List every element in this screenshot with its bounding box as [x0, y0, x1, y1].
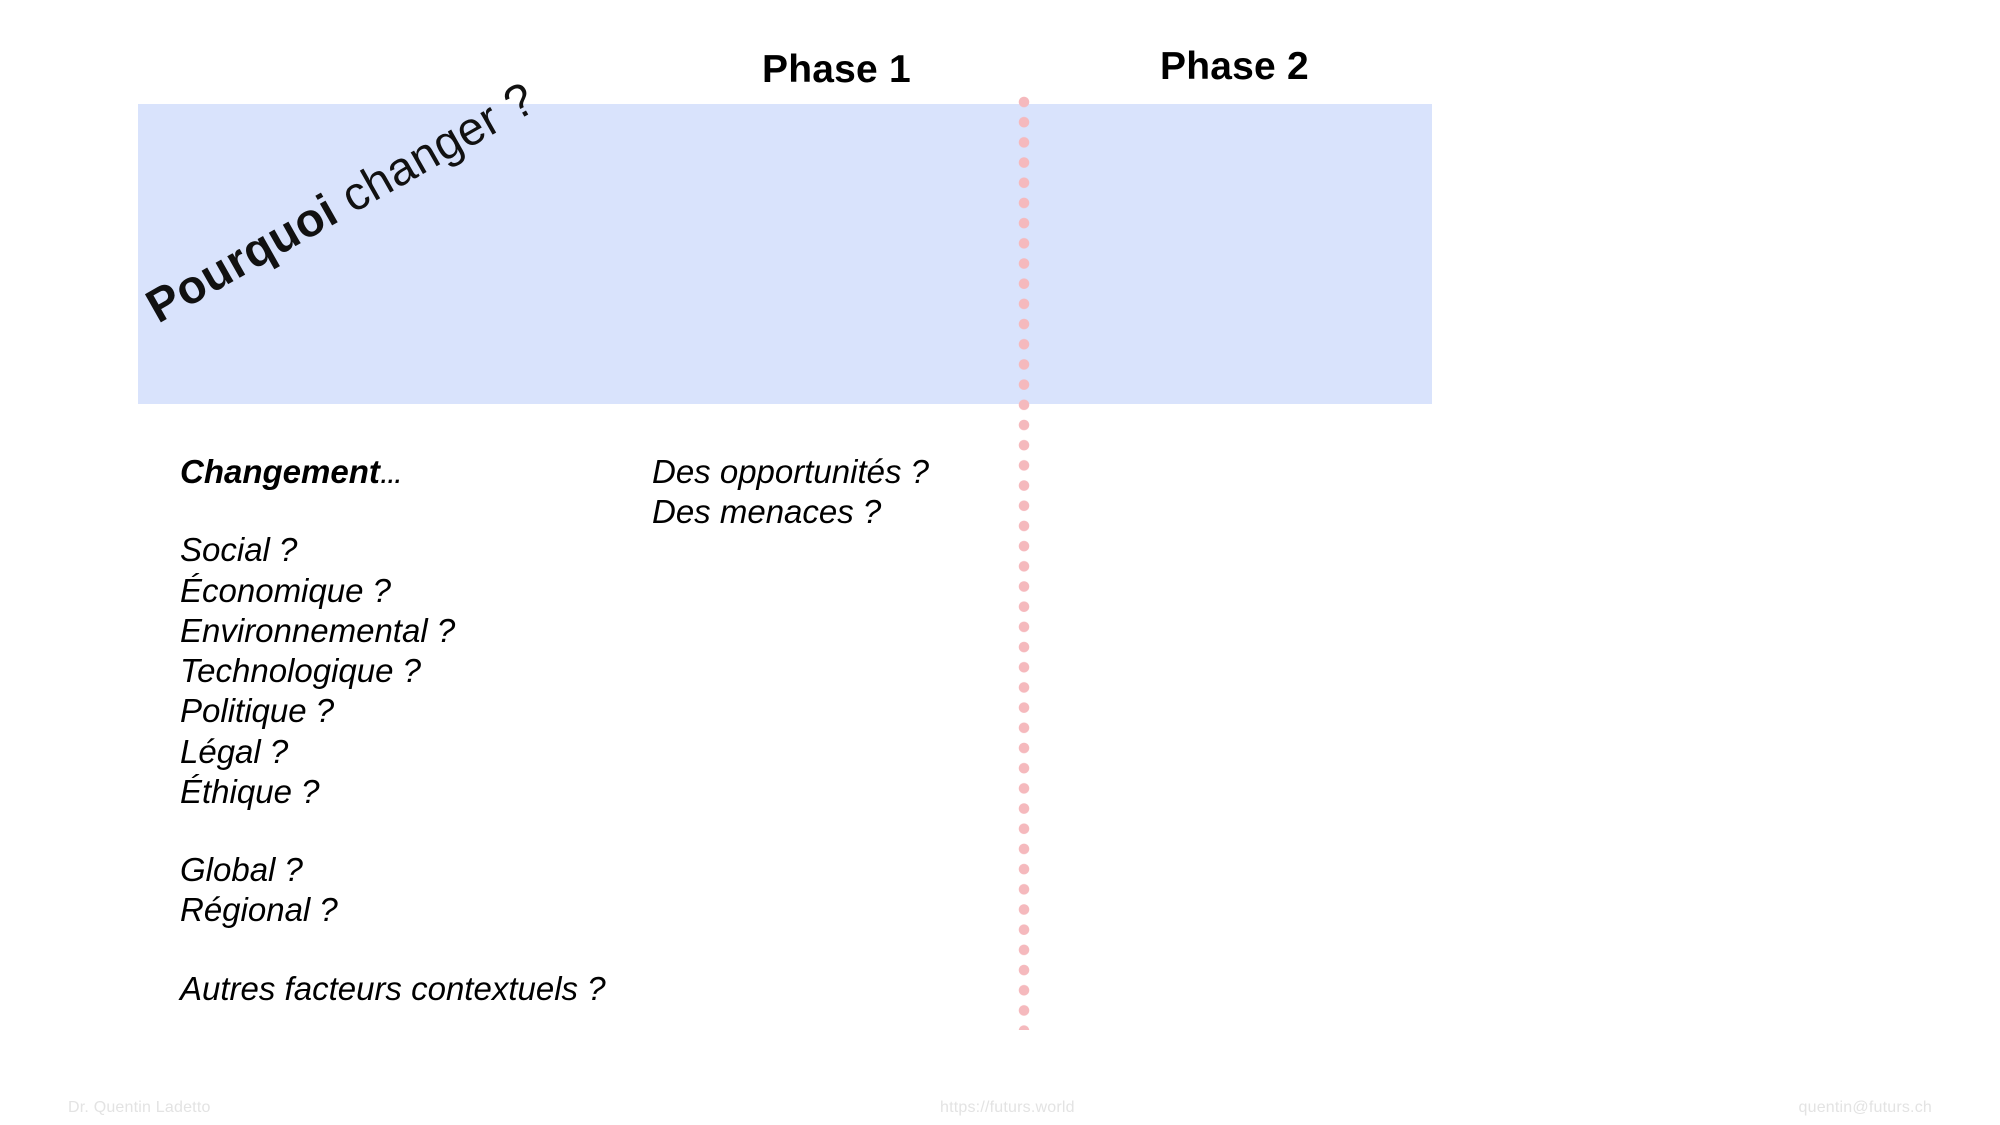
footer-website-link[interactable]: https://futurs.world [940, 1099, 1075, 1116]
phase-divider-dotted-line [1018, 96, 1030, 1030]
changement-heading-text: Changement [180, 453, 380, 490]
list-item: Éthique ? [180, 772, 320, 810]
blue-banner-band [138, 104, 1432, 404]
footer: Dr. Quentin Ladetto https://futurs.world… [0, 1099, 2000, 1125]
list-item: Environnemental ? [180, 611, 456, 649]
footer-author: Dr. Quentin Ladetto [68, 1099, 211, 1116]
list-item: Social ? [180, 531, 298, 569]
list-item: Global ? [180, 851, 303, 888]
list-item: Politique ? [180, 692, 335, 730]
list-item: Économique ? [180, 571, 391, 609]
list-item: Autres facteurs contextuels ? [180, 969, 606, 1007]
list-item: Des menaces ? [652, 493, 882, 531]
changement-heading-ellipsis: … [379, 463, 402, 488]
list-item: Des opportunités ? [652, 453, 930, 490]
changement-heading: Changement… [180, 452, 700, 492]
phase-1-header: Phase 1 [762, 48, 911, 91]
spacer [180, 931, 700, 969]
middle-content-column: Des opportunités ? Des menaces ? [652, 452, 982, 533]
phase-2-header: Phase 2 [1160, 45, 1309, 88]
spacer [180, 812, 700, 850]
spacer [180, 492, 700, 530]
list-item: Régional ? [180, 891, 338, 929]
left-content-column: Changement… Social ? Économique ? Enviro… [180, 452, 700, 1009]
list-item: Légal ? [180, 732, 289, 770]
footer-email-link[interactable]: quentin@futurs.ch [1798, 1099, 1932, 1116]
list-item: Technologique ? [180, 652, 421, 689]
